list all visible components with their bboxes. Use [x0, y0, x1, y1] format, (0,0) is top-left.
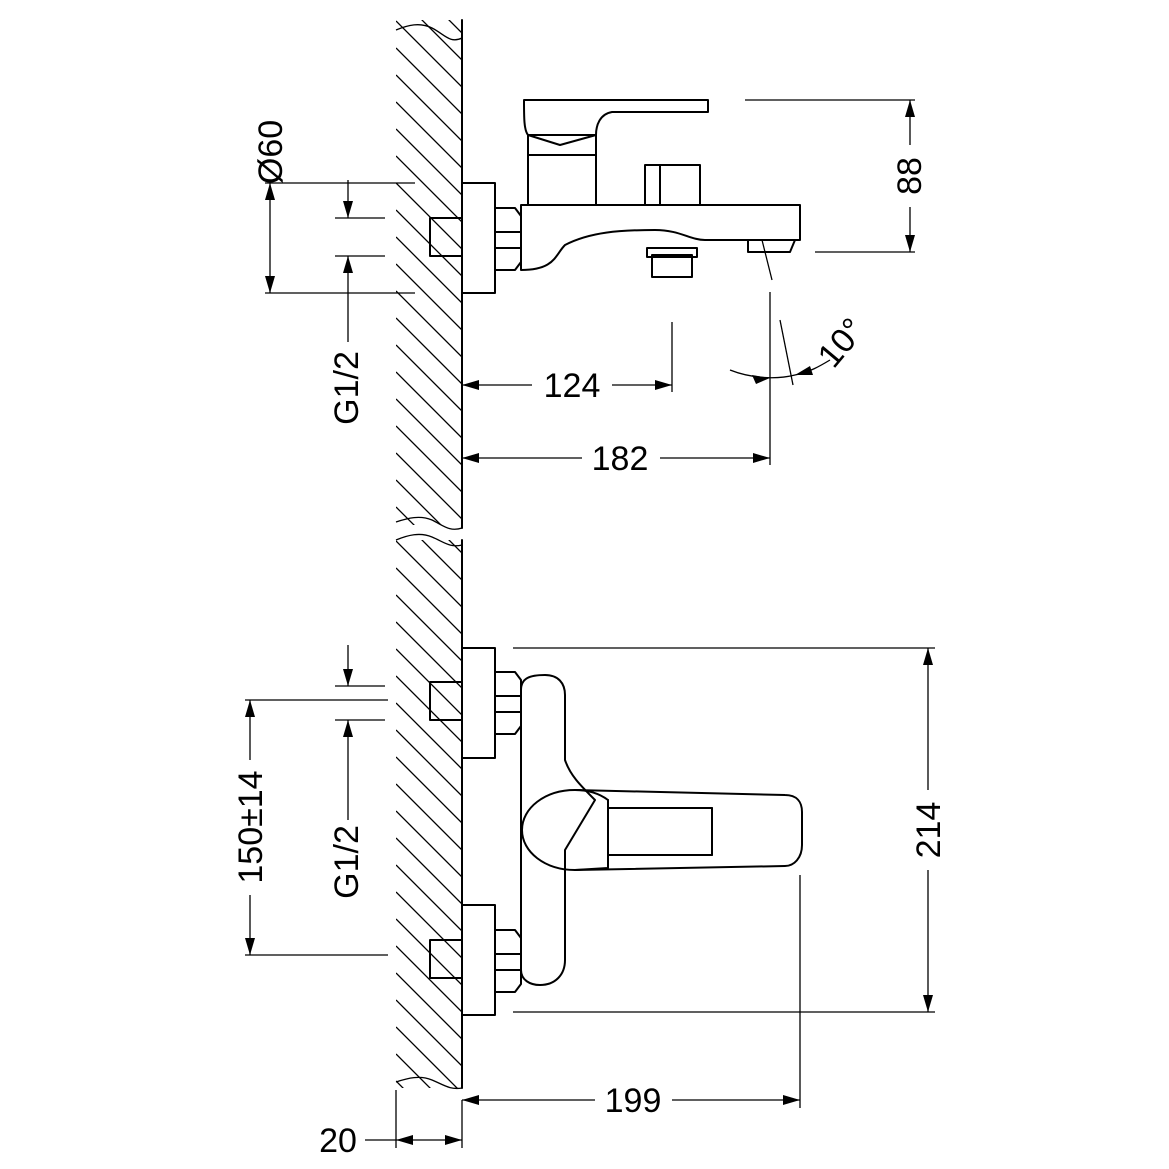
wall-hatch-line — [396, 621, 462, 689]
wall-hatch-line — [396, 972, 462, 1040]
wall-hatch-line — [396, 344, 462, 412]
diameter-label: Ø60 — [252, 120, 290, 184]
dimension-center-distance: 150±14 — [232, 699, 388, 956]
wall-hatch-line — [396, 290, 462, 358]
dimension-front-thread: G1/2 — [328, 645, 385, 899]
dimension-height-88: 88 — [745, 99, 929, 253]
dimension-124: 124 — [462, 322, 673, 405]
wall-hatch-line — [396, 864, 462, 932]
wall-hatch-line — [396, 1026, 458, 1088]
wall-hatch-line — [396, 506, 415, 525]
wall-hatch-line — [396, 317, 462, 385]
wall-hatch-line — [396, 999, 462, 1067]
wall — [395, 0, 463, 1090]
wall-hatch-line — [396, 540, 462, 608]
wall-hatch-line — [396, 594, 462, 662]
dimension-20: 20 — [319, 1090, 463, 1160]
wall-hatch-line — [396, 398, 462, 466]
wall-hatch-line — [396, 567, 462, 635]
faucet-side-view — [429, 99, 801, 294]
wall-hatch-line — [396, 702, 462, 770]
wall-hatch-line — [396, 47, 462, 115]
dimension-angle: 10° — [729, 311, 873, 386]
total-height-label: 214 — [910, 802, 948, 859]
height-label: 88 — [891, 157, 929, 195]
dimension-top-thread: G1/2 — [328, 180, 385, 425]
wall-hatch-line — [396, 236, 462, 304]
wall-hatch-line — [421, 20, 462, 61]
wall-thickness-label: 20 — [319, 1122, 357, 1160]
wall-hatch-line — [396, 0, 462, 6]
wall-hatch-line — [396, 479, 442, 525]
wall-hatch-line — [396, 837, 462, 905]
wall-hatch-line — [396, 425, 462, 493]
dimension-182: 182 — [462, 292, 771, 478]
wall-hatch-line — [396, 74, 462, 142]
wall-hatch-line — [396, 729, 462, 797]
wall-hatch-line — [396, 101, 462, 169]
wall-hatch-line — [396, 891, 462, 959]
wall-hatch-line — [396, 945, 462, 1013]
wall-hatch-line — [448, 540, 462, 554]
wall-hatch-line — [396, 155, 462, 223]
center-distance-label: 150±14 — [232, 770, 270, 883]
reach-124-label: 124 — [544, 367, 601, 405]
wall-hatch-line — [396, 263, 462, 331]
wall-hatch-line — [396, 756, 462, 824]
wall-hatch-line — [421, 540, 462, 581]
wall-hatch-line — [396, 810, 462, 878]
wall-hatch-line — [396, 20, 462, 88]
wall-hatch-line — [396, 783, 462, 851]
dimension-199: 199 — [462, 875, 801, 1120]
front-thread-label: G1/2 — [328, 825, 366, 899]
faucet-front-view — [429, 647, 803, 1016]
top-thread-label: G1/2 — [328, 351, 366, 425]
wall-hatch-line — [396, 371, 462, 439]
wall-hatch-line — [396, 128, 462, 196]
wall-hatch-line — [396, 452, 462, 520]
reach-182-label: 182 — [592, 440, 649, 478]
depth-label: 199 — [605, 1082, 662, 1120]
wall-hatch-line — [396, 182, 462, 250]
dimension-diameter: Ø60 — [252, 120, 415, 294]
wall-hatch-line — [396, 1053, 431, 1088]
wall-hatch-line — [448, 20, 462, 34]
dimension-214: 214 — [513, 647, 948, 1013]
